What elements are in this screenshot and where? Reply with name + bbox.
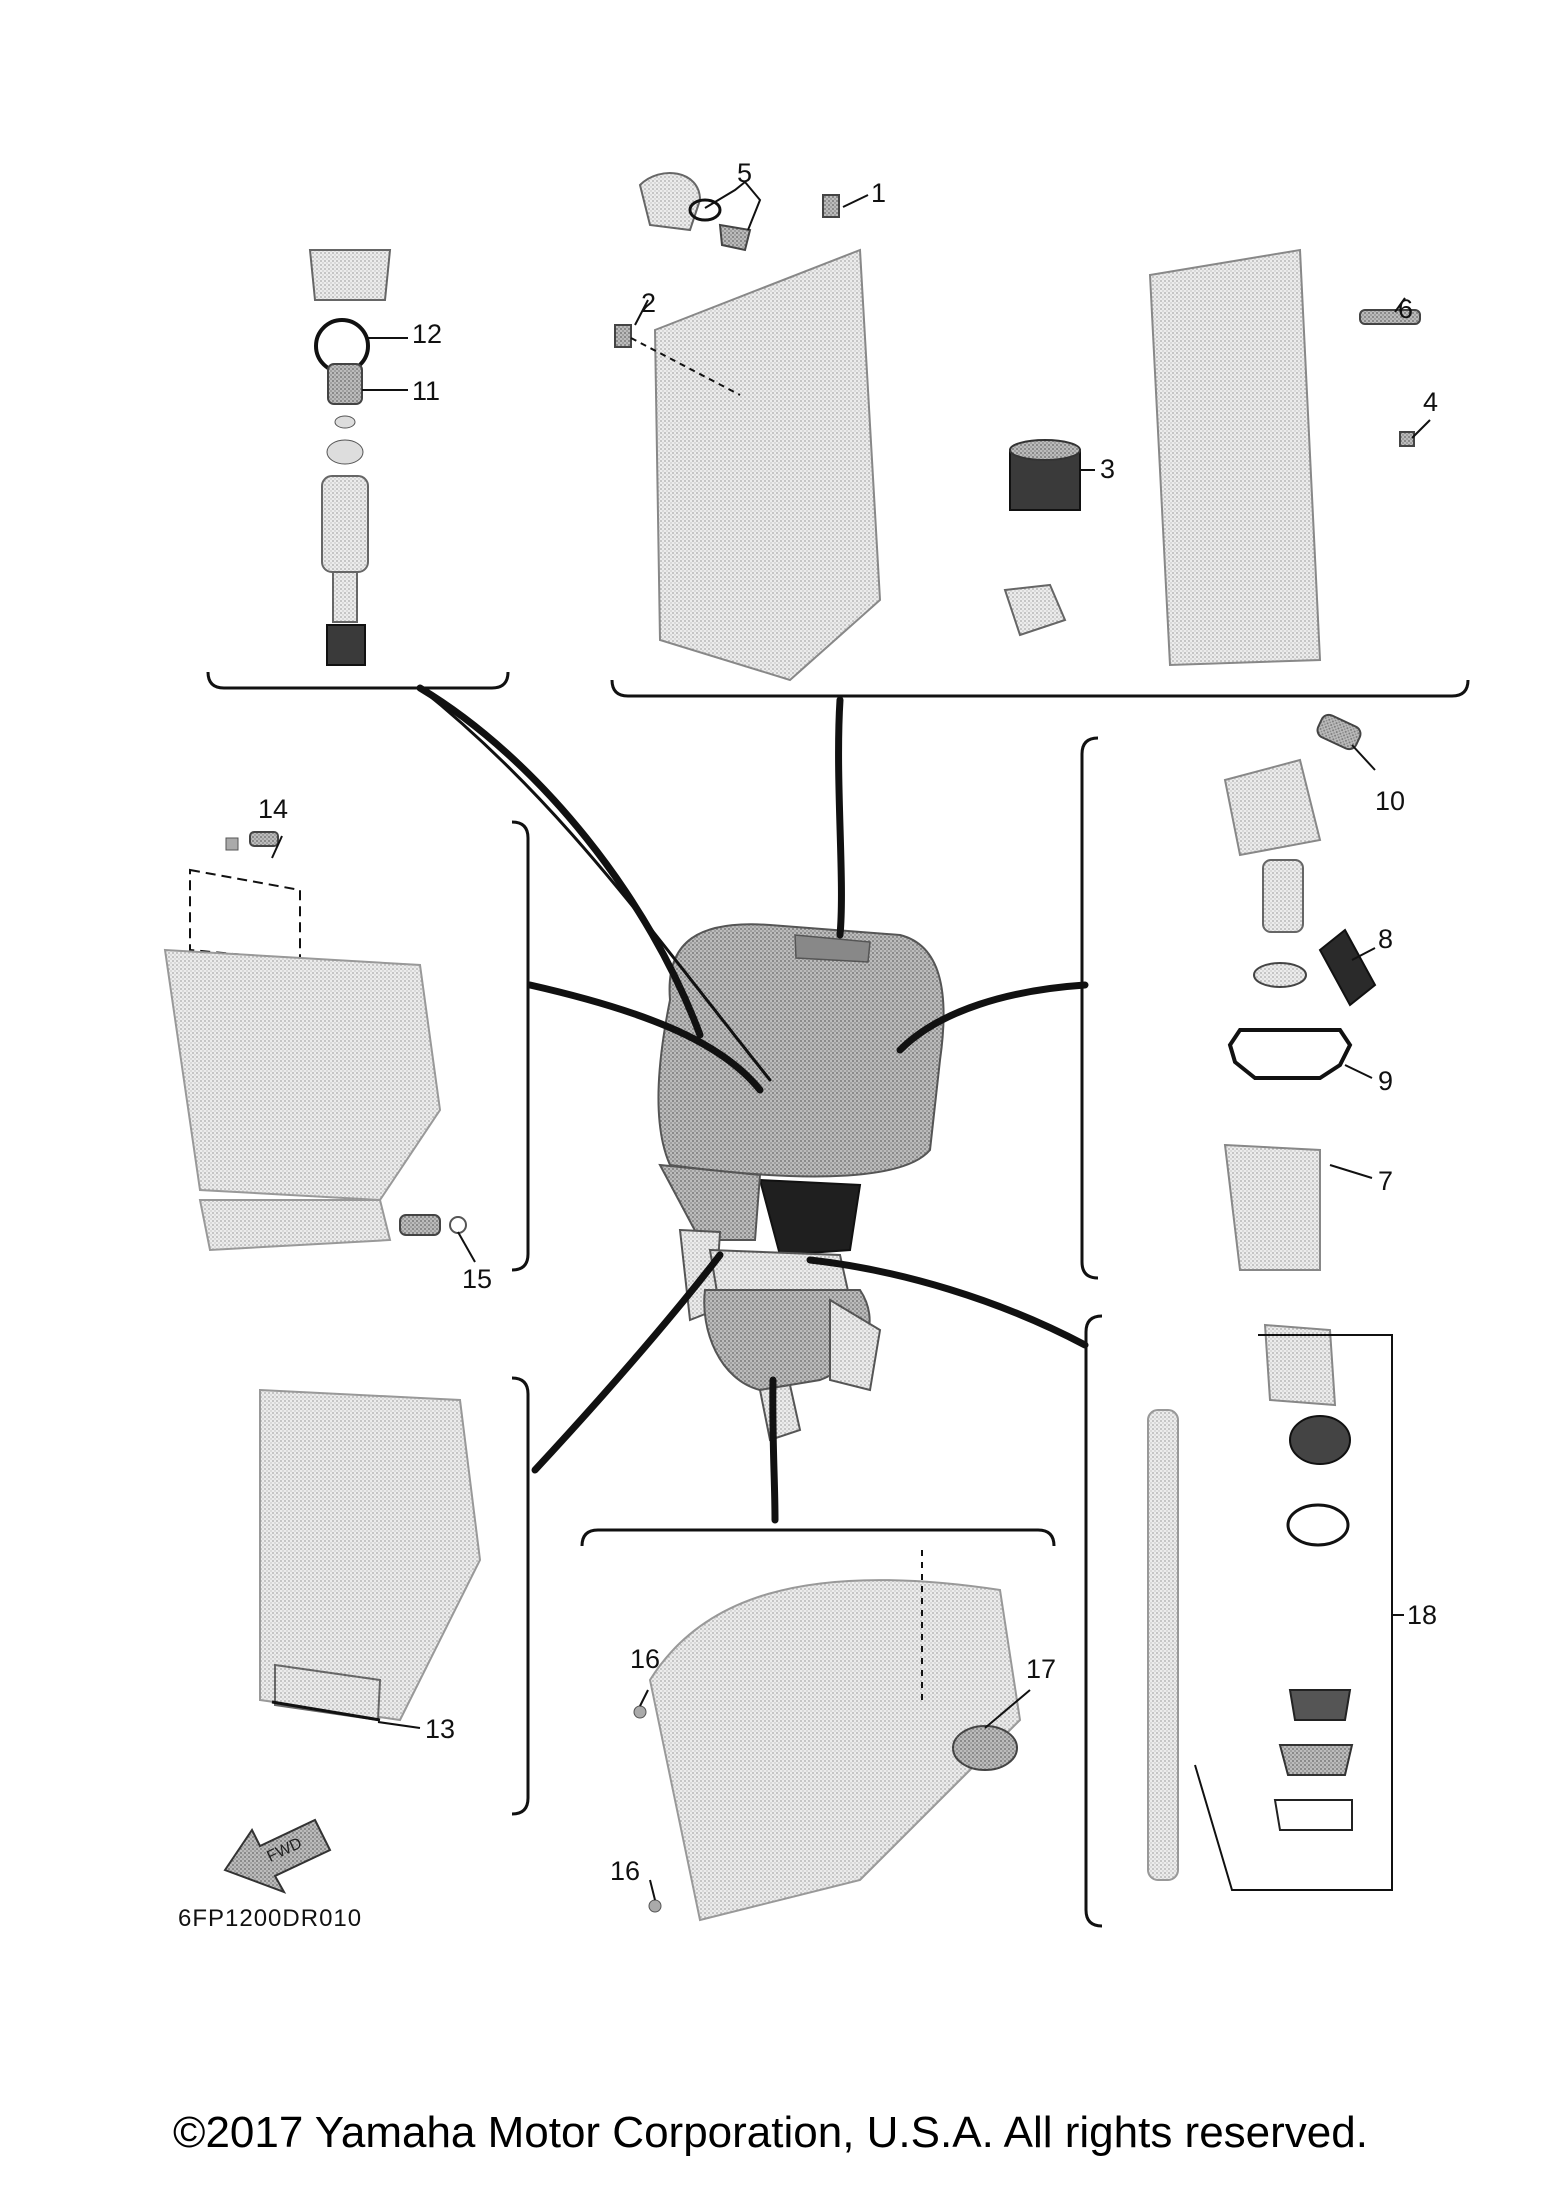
engine-block-group	[614, 172, 1421, 682]
outboard-motor	[657, 923, 945, 1442]
callout-4: 4	[1423, 387, 1438, 417]
callout-10: 10	[1375, 786, 1405, 816]
callout-leaders	[271, 180, 1431, 1901]
callout-6: 6	[1398, 294, 1413, 324]
callout-11: 11	[412, 376, 440, 406]
callout-14: 14	[258, 794, 288, 824]
callout-18: 18	[1407, 1600, 1437, 1630]
lower-unit-group	[633, 1550, 1022, 1922]
callout-7: 7	[1378, 1166, 1393, 1196]
callout-12: 12	[412, 319, 442, 349]
callout-3: 3	[1100, 454, 1115, 484]
callout-16-upper: 16	[630, 1644, 660, 1674]
connector-lines	[416, 684, 1089, 1524]
forward-arrow: FWD	[223, 1818, 332, 1894]
callout-9: 9	[1378, 1066, 1393, 1096]
copyright-notice: ©2017 Yamaha Motor Corporation, U.S.A. A…	[173, 2108, 1368, 2157]
fuel-pump-group	[1223, 713, 1377, 1271]
callout-16-lower: 16	[610, 1856, 640, 1886]
left-middle-group	[163, 831, 467, 1252]
callout-2: 2	[641, 288, 656, 318]
drawing-code: 6FP1200DR010	[178, 1905, 362, 1932]
callout-17: 17	[1026, 1654, 1056, 1684]
callout-8: 8	[1378, 924, 1393, 954]
callout-13: 13	[425, 1714, 455, 1744]
group-brackets	[206, 671, 1470, 1928]
callout-15: 15	[462, 1264, 492, 1294]
water-pump-group	[1147, 1323, 1393, 1891]
fuel-filter-group	[308, 249, 392, 666]
callout-5: 5	[737, 158, 752, 188]
callout-1: 1	[871, 178, 886, 208]
left-lower-group	[259, 1388, 482, 1722]
